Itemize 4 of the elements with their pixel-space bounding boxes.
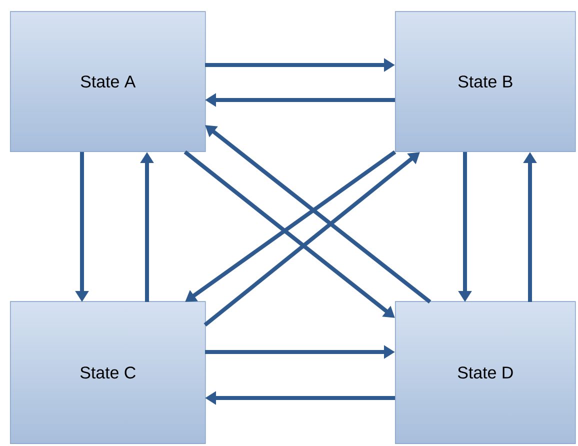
state-box: State D xyxy=(395,301,576,444)
state-box: State B xyxy=(395,11,576,152)
state-box: State A xyxy=(10,11,206,152)
state-box: State C xyxy=(10,301,206,444)
